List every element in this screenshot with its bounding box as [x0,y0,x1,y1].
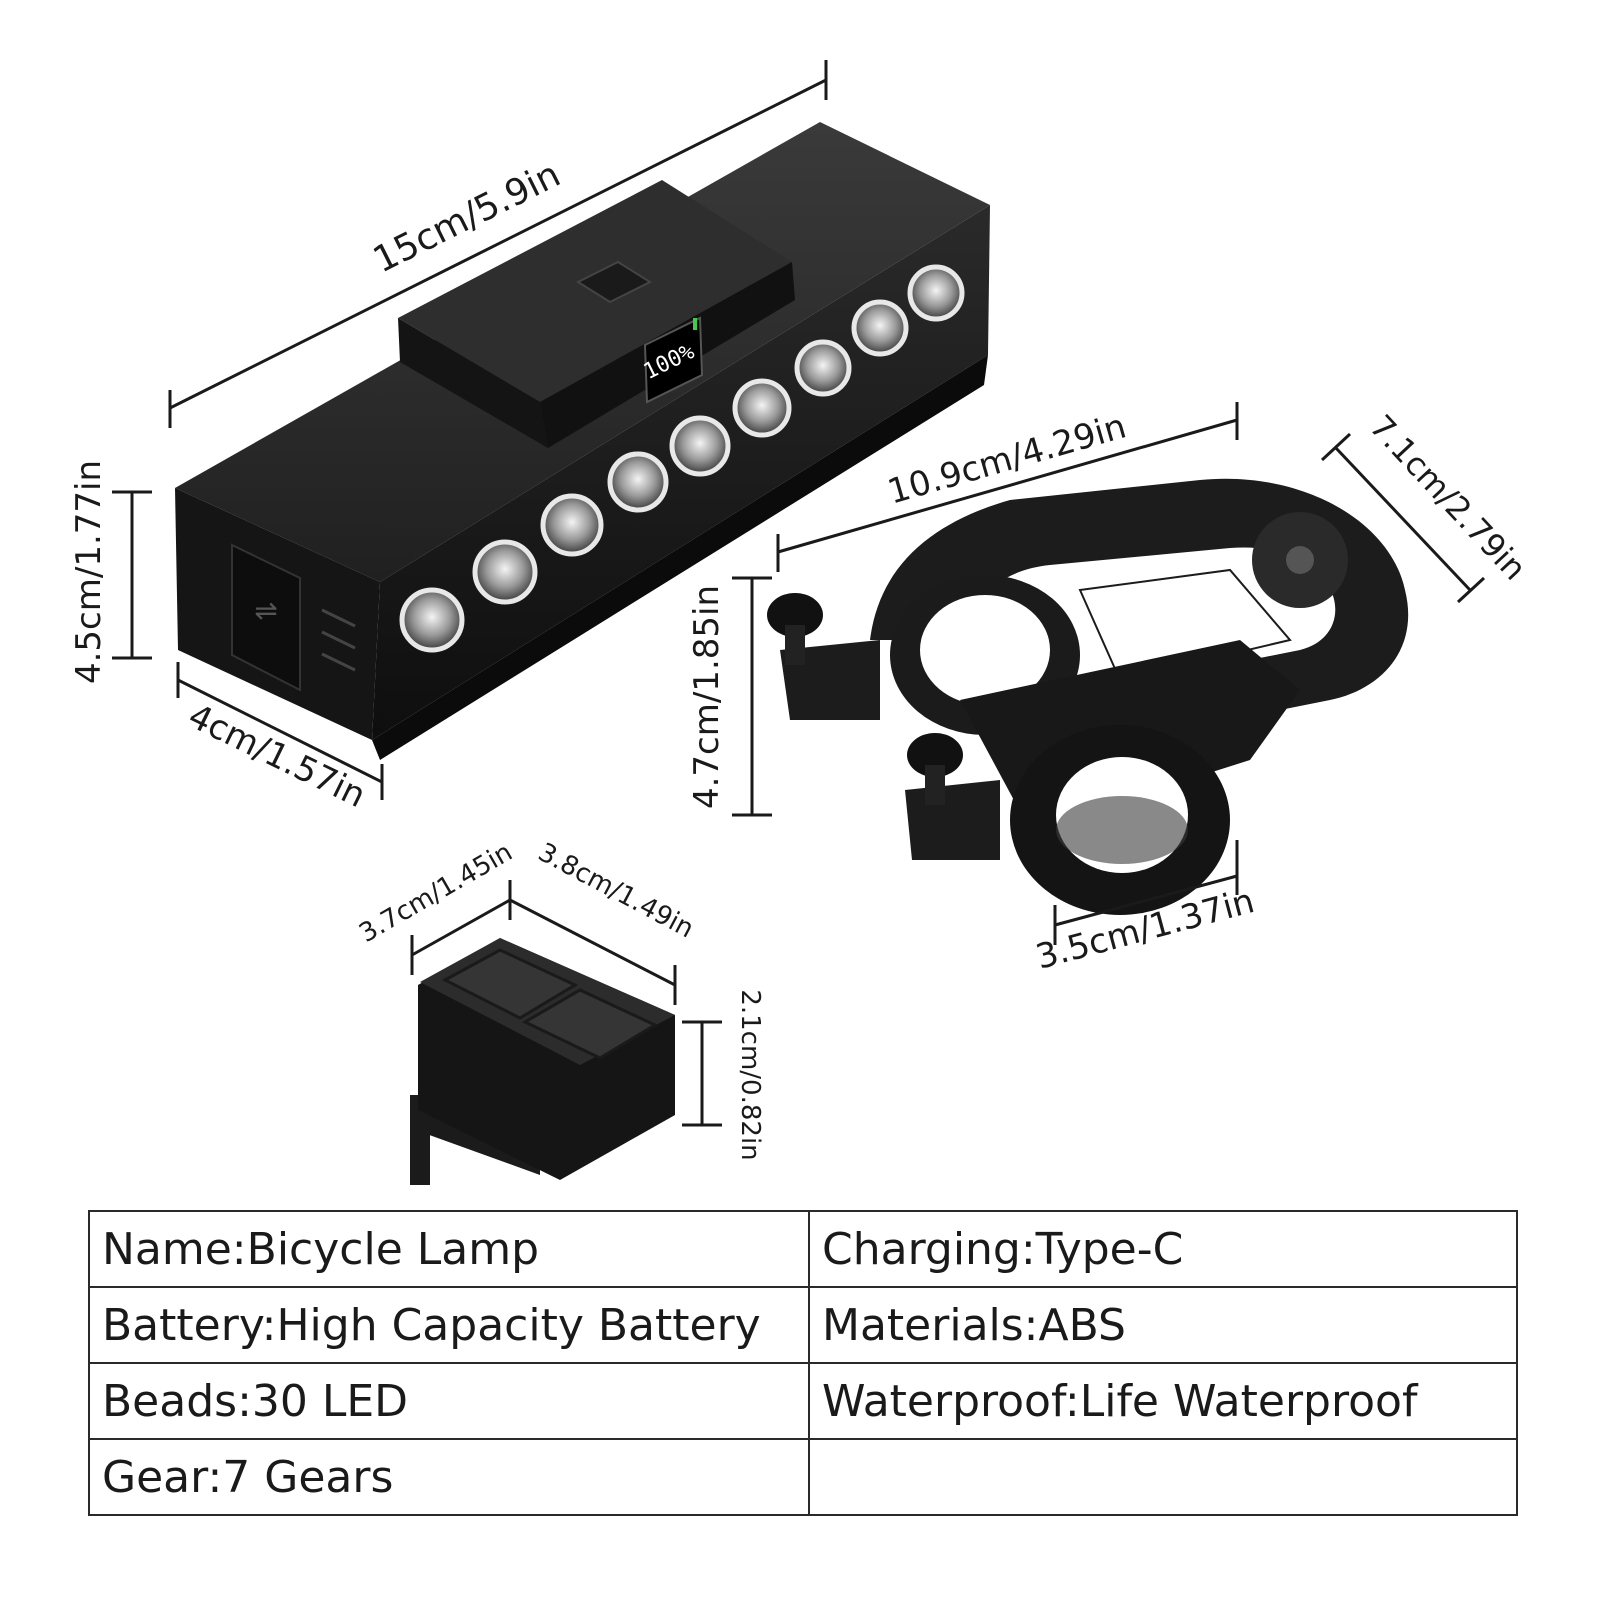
spec-battery: Battery:High Capacity Battery [88,1286,810,1364]
table-row: Gear:7 Gears [88,1438,1518,1516]
spec-waterproof: Waterproof:Life Waterproof [808,1362,1518,1440]
spec-name: Name:Bicycle Lamp [88,1210,810,1288]
led-bead [794,339,852,397]
mount-clamp-dimension [1053,840,1239,945]
spec-empty [808,1438,1518,1516]
spec-charging: Charging:Type-C [808,1210,1518,1288]
svg-text:⇌: ⇌ [254,594,277,627]
mount-length-dimension [776,402,1239,572]
led-bead [607,451,669,513]
table-row: Name:Bicycle Lamp Charging:Type-C [88,1210,1518,1288]
bicycle-lamp-illustration: ⇌ 100% [175,122,990,760]
lamp-height-dimension [112,490,152,660]
lamp-depth-dimension [176,662,384,800]
lamp-length-dimension [168,60,828,428]
remote-button [521,988,659,1060]
battery-display: 100% [640,316,704,404]
led-bead [851,299,909,357]
mount-width-dimension [1320,432,1486,604]
led-bead [399,587,465,653]
lamp-height-label: 4.5cm/1.77in [69,460,109,684]
battery-charge-icon [693,318,697,330]
remote-control-illustration [410,938,675,1185]
remote-height-label: 2.1cm/0.82in [735,989,765,1160]
spec-table: Name:Bicycle Lamp Charging:Type-C Batter… [88,1210,1518,1516]
mount-height-dimension [732,576,772,817]
led-bead [669,415,731,477]
mount-knob [767,593,823,665]
led-bead [540,493,604,557]
remote-length-label: 3.8cm/1.49in [533,837,698,944]
led-bead [907,264,965,322]
handlebar-mount-illustration [767,478,1409,915]
table-row: Battery:High Capacity Battery Materials:… [88,1286,1518,1364]
remote-height-dimension [682,1020,722,1127]
remote-button [441,948,579,1020]
spec-gear: Gear:7 Gears [88,1438,810,1516]
led-bead [472,539,538,605]
spec-beads: Beads:30 LED [88,1362,810,1440]
led-row [399,264,965,653]
mount-height-label: 4.7cm/1.85in [687,585,727,809]
table-row: Beads:30 LED Waterproof:Life Waterproof [88,1362,1518,1440]
mount-knob [907,733,963,805]
remote-width-label: 3.7cm/1.45in [354,837,517,949]
remote-length-dimension [509,898,677,1005]
led-bead [732,378,792,438]
spec-materials: Materials:ABS [808,1286,1518,1364]
